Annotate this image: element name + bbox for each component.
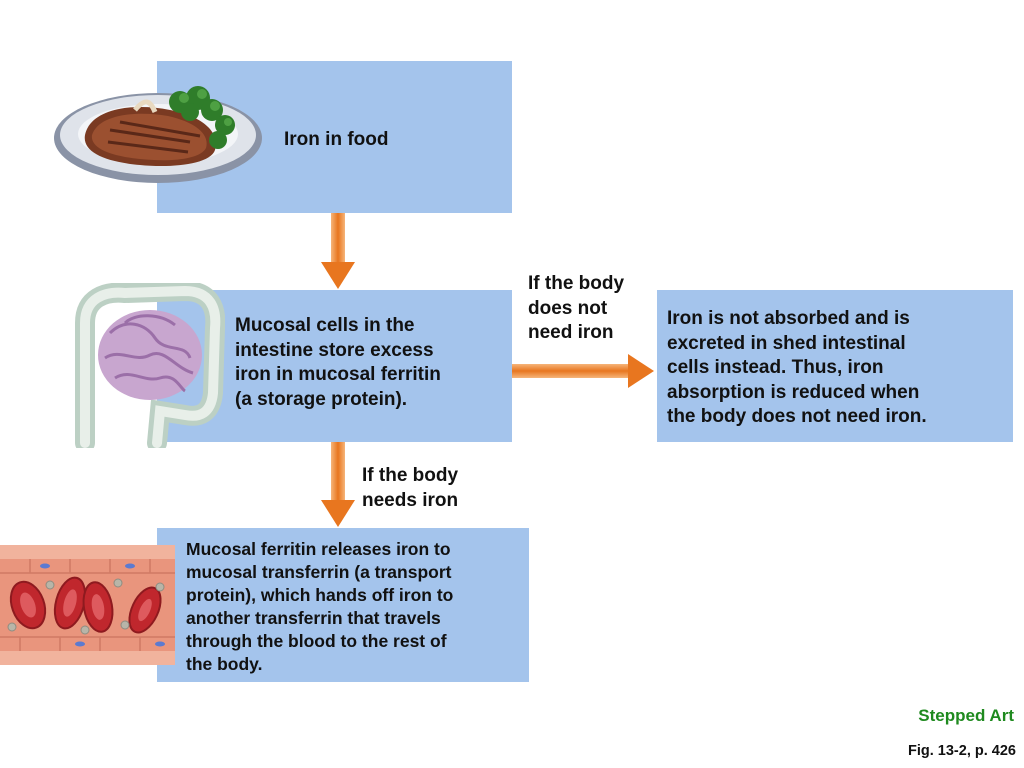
steak-plate-icon xyxy=(54,86,262,183)
arrow-down-2 xyxy=(321,442,355,527)
label-not-absorbed: Iron is not absorbed and is excreted in … xyxy=(667,308,927,427)
stepped-art-label: Stepped Art xyxy=(918,706,1014,725)
box-not-absorbed xyxy=(657,290,1013,442)
label-mucosal-storage: Mucosal cells in the intestine store exc… xyxy=(235,315,441,410)
figure-reference: Fig. 13-2, p. 426 xyxy=(908,743,1016,759)
blood-vessel-icon xyxy=(0,545,175,665)
box-transferrin xyxy=(157,528,529,682)
label-branch-no-need: If the body does not need iron xyxy=(528,273,625,343)
arrow-right xyxy=(512,354,654,388)
label-iron-in-food: Iron in food xyxy=(284,129,389,150)
arrow-down-1 xyxy=(321,213,355,289)
label-branch-needs: If the body needs iron xyxy=(362,465,459,511)
intestine-icon xyxy=(75,283,225,448)
label-transferrin: Mucosal ferritin releases iron to mucosa… xyxy=(186,539,454,674)
